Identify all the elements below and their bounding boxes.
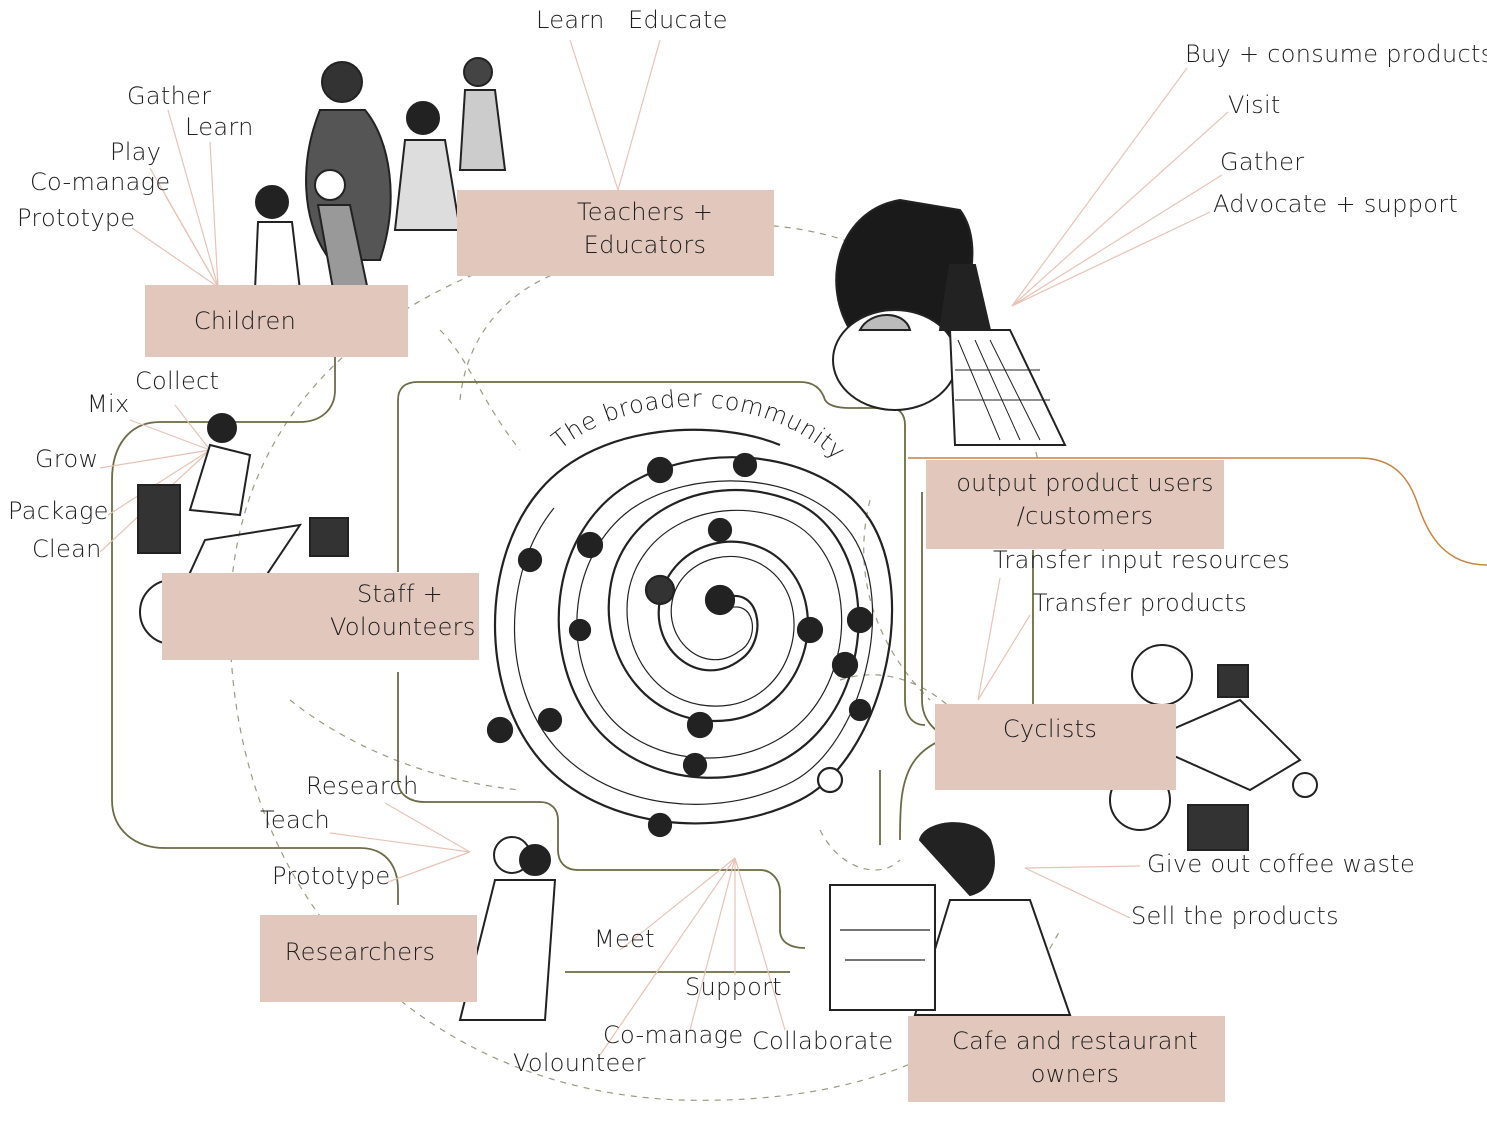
- staff-action-package: Package: [8, 497, 109, 525]
- customer-illustration: [832, 198, 1067, 446]
- teachers-label-line2: Educators: [583, 231, 707, 259]
- researchers-action-prototype: Prototype: [272, 862, 391, 890]
- customers-action-gather: Gather: [1220, 148, 1305, 176]
- children-action-learn: Learn: [185, 113, 254, 141]
- children-illustration: [253, 57, 507, 301]
- children-action-co-manage: Co-manage: [30, 168, 171, 196]
- teachers-action-learn: Learn: [536, 6, 605, 34]
- staff-action-mix: Mix: [87, 390, 130, 418]
- staff-label-line1: Staff +: [356, 580, 444, 608]
- customers-action-buy: Buy + consume products: [1185, 40, 1487, 68]
- teachers-action-educate: Educate: [628, 6, 728, 34]
- action-fans: [99, 39, 1229, 1056]
- cyclists-label: Cyclists: [1002, 715, 1098, 743]
- teachers-box: [457, 190, 774, 276]
- community-spiral-illustration: [486, 428, 894, 838]
- researcher-illustration: [458, 836, 557, 1021]
- shared-action-collaborate: Collaborate: [752, 1027, 894, 1055]
- customers-label-line1: output product users: [956, 469, 1214, 497]
- researchers-box: [260, 915, 477, 1002]
- shared-action-co-manage: Co-manage: [603, 1021, 744, 1049]
- researchers-action-teach: Teach: [260, 806, 330, 834]
- customers-action-advocate: Advocate + support: [1213, 190, 1459, 218]
- children-action-prototype: Prototype: [17, 204, 136, 232]
- children-label: Children: [193, 307, 297, 335]
- orange-connector: [908, 457, 1487, 566]
- shared-action-support: Support: [685, 973, 782, 1001]
- researchers-action-research: Research: [306, 772, 419, 800]
- cafe-owner-illustration: [829, 822, 1072, 1016]
- staff-action-grow: Grow: [35, 445, 99, 473]
- cyclists-action-transfer-products: Transfer products: [1033, 589, 1248, 617]
- center-title-arc: The broader community: [546, 385, 851, 466]
- children-box: [145, 285, 408, 357]
- shared-action-volounteer: Volounteer: [513, 1049, 646, 1077]
- children-action-gather: Gather: [127, 82, 212, 110]
- cafe-action-give-coffee-waste: Give out coffee waste: [1147, 850, 1416, 878]
- center-title: The broader community: [546, 385, 851, 466]
- cyclists-action-transfer-input: Transfer input resources: [993, 546, 1291, 574]
- staff-label-line2: Volounteers: [330, 613, 476, 641]
- shared-action-meet: Meet: [594, 925, 655, 953]
- customers-action-visit: Visit: [1228, 91, 1281, 119]
- customers-label-line2: /customers: [1016, 502, 1154, 530]
- cafe-label-line1: Cafe and restaurant: [952, 1027, 1198, 1055]
- customers-box: [926, 460, 1224, 549]
- cafe-action-sell-products: Sell the products: [1131, 902, 1339, 930]
- cyclists-box: [935, 704, 1176, 790]
- staff-action-clean: Clean: [32, 535, 102, 563]
- researchers-label: Researchers: [284, 938, 436, 966]
- teachers-label-line1: Teachers +: [576, 198, 714, 226]
- staff-box: [162, 573, 479, 660]
- cafe-box: [908, 1016, 1225, 1102]
- staff-action-collect: Collect: [135, 367, 220, 395]
- cafe-label-line2: owners: [1030, 1060, 1120, 1088]
- children-action-play: Play: [110, 138, 162, 166]
- center-title-text: The broader community: [546, 385, 850, 466]
